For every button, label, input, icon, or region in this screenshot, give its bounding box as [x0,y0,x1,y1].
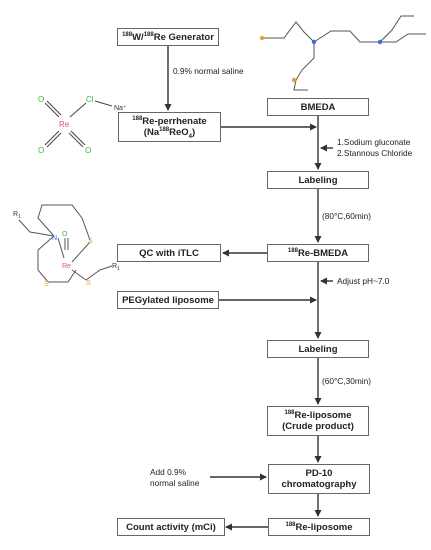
complex-r1-right-label: R1 [112,263,120,272]
qc-box: QC with iTLC [117,244,221,262]
complex-re-s-right [71,241,91,263]
condition-label-1: (80°C,60min) [322,211,371,221]
perrhenate-cation: Na⁺ [114,105,127,112]
bmeda-backbone [313,30,380,43]
bond-re-o-top-left [44,102,60,118]
labeling-box-1: Labeling [267,171,369,189]
labeling-label-1: Labeling [298,174,338,186]
perrhenate-atom-o1: O [38,95,44,104]
complex-atom-re: Re [62,263,71,270]
bmeda-box: BMEDA [267,98,369,116]
complex-re-s-bottom [71,269,87,281]
bond-re-o-bottom-left-double [46,132,62,148]
complex-atom-o: O [62,231,68,238]
bmeda-nitrogen-center [311,39,317,45]
labeling-label-2: Labeling [298,343,338,355]
complex-s-chain [85,265,113,281]
complex-ring-top [37,204,91,241]
bmeda-label: BMEDA [300,101,336,113]
bond-re-o-top-left-double [46,100,62,116]
perrhenate-box: 188Re-perrhenate (Na188ReO4) [118,112,221,142]
re-bmeda-label: 188Re-BMEDA [287,247,349,259]
generator-label: 188W/188Re Generator [122,31,214,43]
bmeda-nitrogen-right [377,39,383,45]
complex-re-n [57,237,65,259]
add-saline-label-2: normal saline [150,478,200,488]
perrhenate-atom-o2: O [38,146,44,155]
labeling-box-2: Labeling [267,340,369,358]
bmeda-n-ethyl-right [380,33,426,43]
bmeda-s-chain-left [262,21,315,58]
perrhenate-line1: 188Re-perrhenate [132,115,207,127]
perrhenate-atom-re: Re [59,120,70,129]
re-liposome-crude-line2: (Crude product) [282,421,354,432]
re-liposome-crude-line1: 188Re-liposome [284,409,352,421]
condition-label-2: (60°C,30min) [322,376,371,386]
complex-r1-label: R1 [13,211,21,220]
bond-cl-na [94,100,113,107]
complex-atom-s-bottom: S [86,280,91,287]
pd10-box: PD-10 chromatography [268,464,370,494]
count-activity-label: Count activity (mCi) [126,521,216,533]
complex-atom-n: N [52,235,57,242]
complex-atom-s-right: S [88,238,93,245]
complex-atom-s-left: S [44,281,49,288]
saline-label: 0.9% normal saline [173,66,244,76]
bmeda-sulfur-down [291,77,297,83]
complex-r1-bond [18,219,55,237]
bond-re-o-bottom-right [70,130,86,146]
perrhenate-atom-cl: Cl [86,95,94,104]
re-liposome-crude-box: 188Re-liposome (Crude product) [267,406,369,436]
generator-box: 188W/188Re Generator [117,28,219,46]
bond-re-o-bottom-left [44,130,60,146]
pegylated-label: PEGylated liposome [122,294,214,306]
bond-re-cl [69,102,87,118]
pegylated-box: PEGylated liposome [117,291,219,309]
pd10-line2: chromatography [281,479,357,490]
count-activity-box: Count activity (mCi) [117,518,225,536]
perrhenate-line2: (Na188ReO4) [143,126,196,140]
add-saline-label-1: Add 0.9% [150,467,186,477]
re-liposome-box: 188Re-liposome [268,518,370,536]
bond-re-o-bottom-right-double [68,132,84,148]
pd10-line1: PD-10 [305,468,333,479]
re-liposome-label: 188Re-liposome [285,521,353,533]
bmeda-n-ethyl-up [379,15,414,43]
gluconate-label: 1.Sodium gluconate [337,137,411,147]
complex-ring-left [37,235,55,283]
bmeda-sulfur-left [259,35,265,41]
perrhenate-atom-o3: O [85,146,91,155]
ph-label: Adjust pH~7.0 [337,276,390,286]
qc-label: QC with iTLC [139,247,199,259]
complex-ring-bottom [48,269,77,283]
re-bmeda-box: 188Re-BMEDA [267,244,369,262]
stannous-label: 2.Stannous Chloride [337,148,413,158]
